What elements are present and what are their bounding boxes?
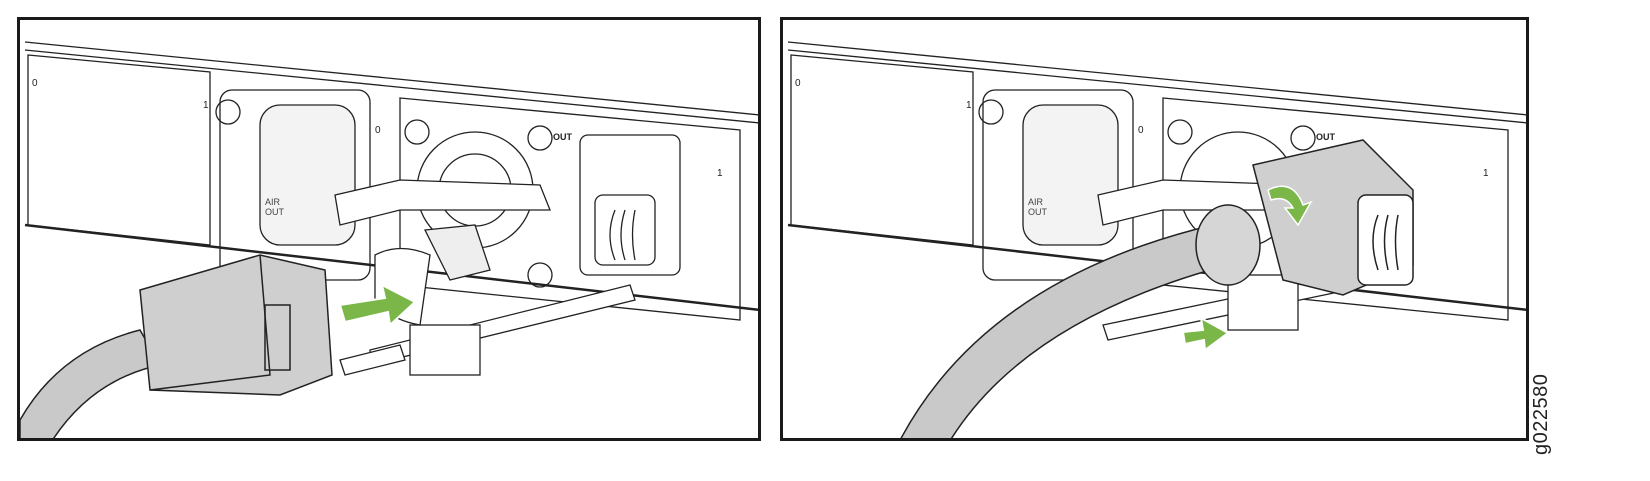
push-arrow bbox=[1181, 316, 1230, 352]
chassis-illustration bbox=[787, 41, 1526, 438]
air-out-line1: AIR bbox=[1028, 197, 1044, 207]
fan-tray-label-0: 0 bbox=[795, 78, 801, 89]
figure-id: g022580 bbox=[1530, 373, 1552, 455]
step-insert-cable-tie-panel: 0 1 0 1 OUT AIR OUT bbox=[17, 17, 761, 441]
psu-label-0: 0 bbox=[375, 125, 381, 136]
air-out-label: AIR OUT bbox=[1028, 197, 1047, 217]
insert-arrow bbox=[338, 283, 417, 328]
fan-tray-label-0: 0 bbox=[32, 78, 38, 89]
air-out-line2: OUT bbox=[1028, 207, 1047, 217]
air-out-label: AIR OUT bbox=[265, 197, 284, 217]
fan-tray-label-1: 1 bbox=[966, 100, 972, 111]
air-out-line1: AIR bbox=[265, 197, 281, 207]
power-plug-connected bbox=[900, 139, 1414, 438]
psu-label-1: 1 bbox=[1483, 168, 1489, 179]
air-out-line2: OUT bbox=[265, 207, 284, 217]
psu-label-0: 0 bbox=[1138, 125, 1144, 136]
out-label: OUT bbox=[553, 132, 572, 142]
psu-label-1: 1 bbox=[717, 168, 723, 179]
power-plug bbox=[20, 254, 333, 438]
rotate-arrow bbox=[1267, 185, 1313, 227]
out-label: OUT bbox=[1316, 132, 1335, 142]
chassis-illustration bbox=[20, 41, 758, 438]
step-secure-cable-panel: 0 1 0 1 OUT AIR OUT bbox=[780, 17, 1529, 441]
fan-tray-label-1: 1 bbox=[203, 100, 209, 111]
